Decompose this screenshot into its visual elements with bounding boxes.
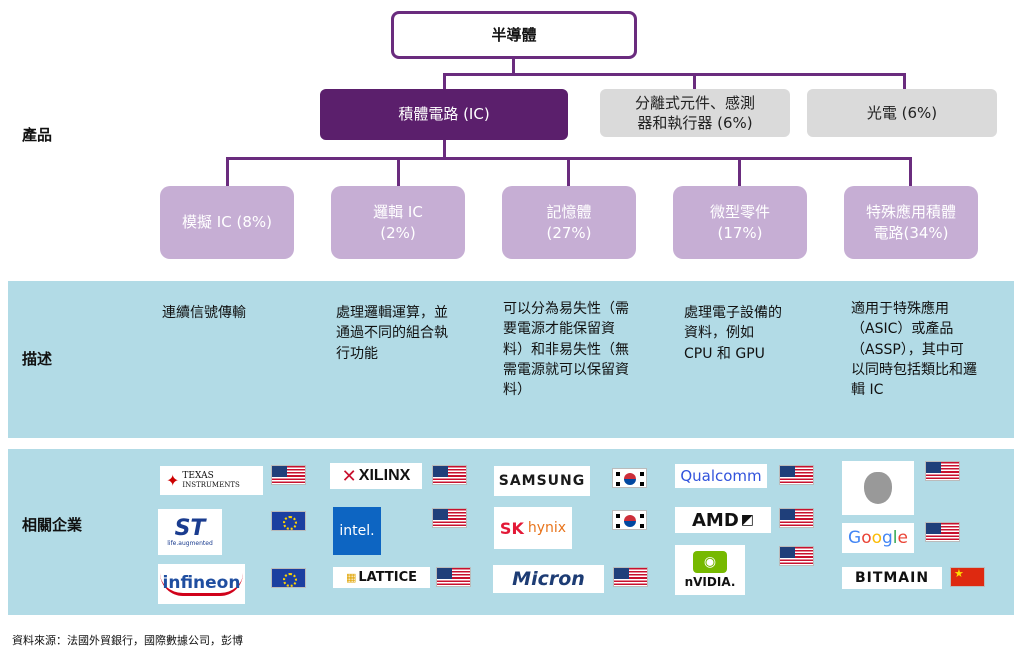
nvidia-eye-icon: ◉ — [693, 551, 727, 573]
st-tagline: life.augmented — [167, 539, 213, 547]
connector-cat1 — [226, 157, 229, 186]
us-flag-icon — [779, 465, 814, 485]
intel-wordmark: intel. — [339, 523, 375, 539]
us-flag-icon — [779, 546, 814, 566]
box-discrete-sensors: 分離式元件、感測 器和執行器 (6%) — [600, 89, 790, 137]
eu-flag-icon — [271, 568, 306, 588]
lattice-grid-icon: ▦ — [345, 571, 357, 584]
texas-state-icon: ✦ — [166, 471, 180, 490]
connector-discrete-up — [693, 73, 696, 90]
description-band — [8, 281, 1014, 438]
nvidia-wordmark: nVIDIA. — [684, 575, 736, 589]
samsung-logo: SAMSUNG — [494, 466, 590, 496]
apple-icon — [864, 472, 892, 504]
row-label-product: 產品 — [22, 126, 53, 144]
connector-opto-up — [903, 73, 906, 90]
micron-wordmark: Micron — [512, 568, 585, 590]
category-memory: 記憶體 (27%) — [502, 186, 636, 259]
google-letter-g: G — [848, 528, 862, 548]
connector-root-down — [512, 58, 515, 75]
description-asic: 適用于特殊應用 （ASIC）或產品 （ASSP），其中可 以同時包括類比和邏 輯… — [851, 301, 977, 399]
box-optoelectronics: 光電 (6%) — [807, 89, 997, 137]
micron-logo: Micron — [493, 565, 604, 593]
intel-logo: intel. — [333, 507, 381, 555]
google-letter-e: e — [897, 528, 908, 548]
root-box-semiconductor: 半導體 — [391, 11, 637, 59]
xilinx-logo: ✕ XILINX — [330, 463, 422, 489]
box-integrated-circuit: 積體電路 (IC) — [320, 89, 568, 140]
connector-ic-down — [443, 140, 446, 159]
samsung-wordmark: SAMSUNG — [498, 473, 586, 489]
qualcomm-logo: Qualcomm — [675, 464, 767, 488]
google-letter-o2: o — [871, 528, 882, 548]
ti-line1: TEXAS — [182, 471, 214, 482]
infineon-wordmark: infineon — [159, 573, 244, 596]
amd-arrow-icon: ◩ — [740, 512, 755, 528]
us-flag-icon — [779, 508, 814, 528]
us-flag-icon — [925, 461, 960, 481]
connector-cat5 — [909, 157, 912, 186]
eu-flag-icon — [271, 511, 306, 531]
apple-logo — [842, 461, 914, 515]
amd-logo: AMD ◩ — [675, 507, 771, 533]
sk-wordmark: SK — [499, 518, 524, 538]
connector-cat3 — [567, 157, 570, 186]
google-letter-l: l — [892, 528, 898, 548]
us-flag-icon — [271, 465, 306, 485]
xilinx-wordmark: XILINX — [358, 467, 411, 484]
us-flag-icon — [436, 567, 471, 587]
st-mark: ST — [174, 515, 206, 541]
lattice-wordmark: LATTICE — [358, 570, 418, 585]
nvidia-logo: ◉ nVIDIA. — [675, 545, 745, 595]
us-flag-icon — [613, 567, 648, 587]
bitmain-wordmark: BITMAIN — [854, 570, 930, 586]
connector-level1-horizontal — [443, 73, 906, 76]
infineon-logo: infineon — [158, 564, 245, 604]
source-note: 資料來源：法國外貿銀行，國際數據公司，彭博 — [12, 634, 243, 647]
qualcomm-wordmark: Qualcomm — [680, 467, 762, 485]
bitmain-logo: BITMAIN — [842, 567, 942, 589]
south-korea-flag-icon — [612, 510, 647, 530]
google-letter-o1: o — [861, 528, 872, 548]
st-logo: ST life.augmented — [158, 509, 222, 555]
google-logo: G o o g l e — [842, 523, 914, 553]
connector-cat4 — [738, 157, 741, 186]
connector-ic-up — [443, 73, 446, 90]
connector-cat2 — [397, 157, 400, 186]
us-flag-icon — [432, 465, 467, 485]
description-analog: 連續信號傳輸 — [162, 305, 246, 321]
ti-line2: INSTRUMENTS — [182, 480, 240, 489]
hynix-wordmark: hynix — [527, 520, 567, 536]
category-logic-ic: 邏輯 IC (2%) — [331, 186, 465, 259]
xilinx-x-icon: ✕ — [341, 465, 357, 487]
row-label-companies: 相關企業 — [22, 516, 83, 534]
description-micro: 處理電子設備的 資料，例如 CPU 和 GPU — [684, 305, 782, 362]
category-asic: 特殊應用積體 電路(34%) — [844, 186, 978, 259]
google-letter-g2: g — [882, 528, 893, 548]
amd-wordmark: AMD — [691, 509, 739, 531]
category-micro-components: 微型零件 (17%) — [673, 186, 807, 259]
south-korea-flag-icon — [612, 468, 647, 488]
category-analog-ic: 模擬 IC (8%) — [160, 186, 294, 259]
us-flag-icon — [925, 522, 960, 542]
us-flag-icon — [432, 508, 467, 528]
sk-hynix-logo: SK hynix — [494, 507, 572, 549]
description-memory: 可以分為易失性（需 要電源才能保留資 料）和非易失性（無 需電源就可以保留資 料… — [503, 301, 629, 399]
description-logic: 處理邏輯運算，並 通過不同的組合執 行功能 — [336, 305, 448, 362]
china-flag-icon — [950, 567, 985, 587]
texas-instruments-logo: ✦ TEXAS INSTRUMENTS — [160, 466, 263, 495]
row-label-description: 描述 — [22, 350, 53, 368]
lattice-logo: ▦ LATTICE — [333, 567, 430, 588]
